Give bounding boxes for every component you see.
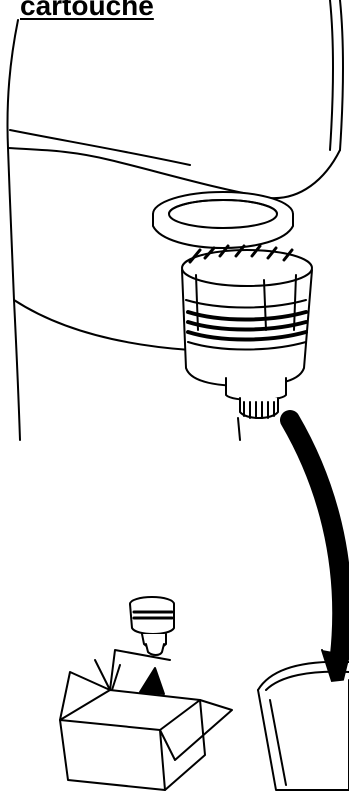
filter-holder-ring (153, 192, 293, 248)
open-box (60, 650, 232, 790)
small-filter-cartridge (130, 597, 174, 655)
removal-arrow (290, 420, 349, 700)
